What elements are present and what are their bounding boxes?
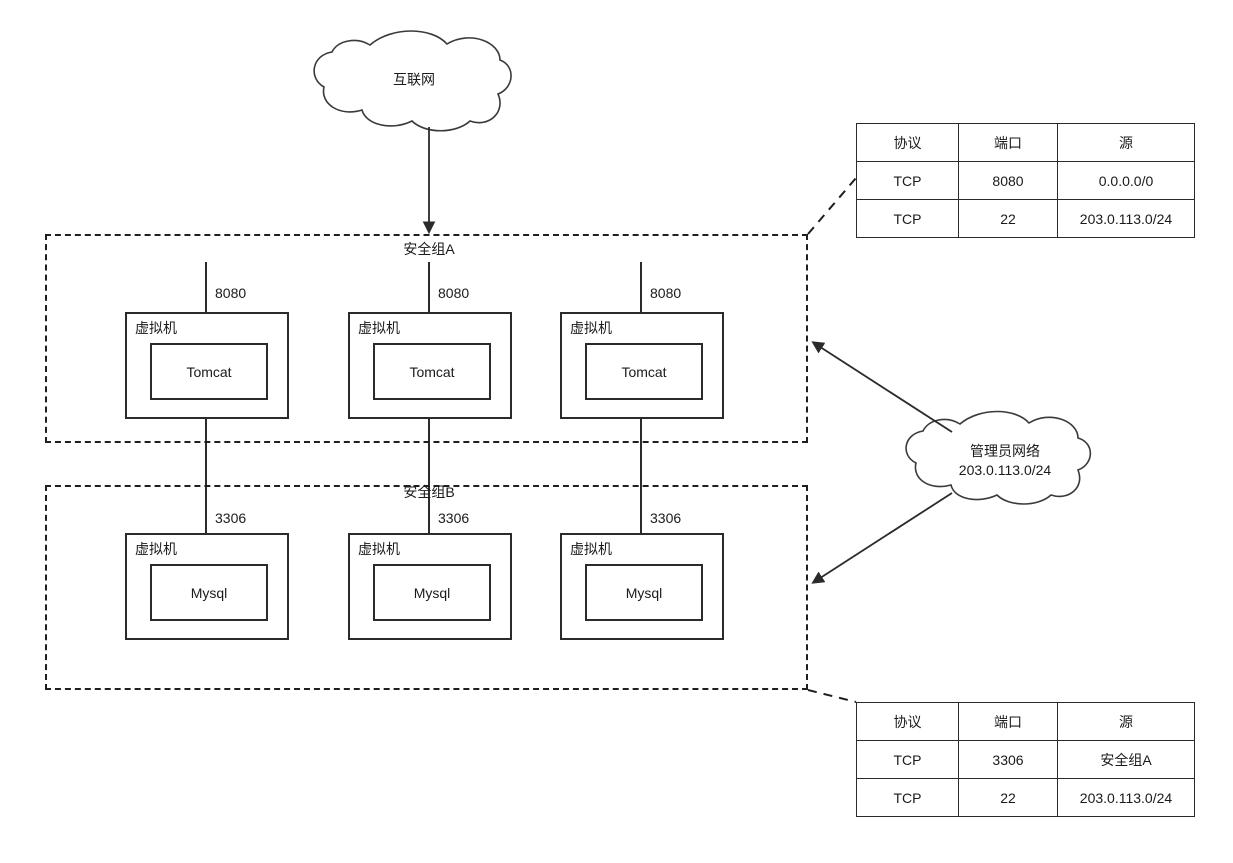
cell-port: 3306 — [958, 740, 1058, 779]
cell-port: 22 — [958, 199, 1058, 238]
leader-group-b-to-table — [807, 689, 857, 703]
port-label-3306-vm2: 3306 — [438, 510, 470, 526]
table-row: TCP 22 203.0.113.0/24 — [856, 199, 1195, 238]
vm-box-mysql-3: 虚拟机 Mysql — [560, 533, 724, 640]
cell-source: 安全组A — [1057, 740, 1195, 779]
vm-label-tomcat-3: 虚拟机 — [570, 320, 612, 336]
vm-label-tomcat-1: 虚拟机 — [135, 320, 177, 336]
vm-box-tomcat-1: 虚拟机 Tomcat — [125, 312, 289, 419]
app-tomcat-3: Tomcat — [585, 343, 703, 400]
cell-port: 8080 — [958, 161, 1058, 200]
port-label-8080-vm1: 8080 — [215, 285, 247, 301]
app-tomcat-2: Tomcat — [373, 343, 491, 400]
cell-source: 0.0.0.0/0 — [1057, 161, 1195, 200]
table-row: TCP 8080 0.0.0.0/0 — [856, 161, 1195, 200]
column-header-protocol: 协议 — [856, 123, 959, 162]
security-group-a-rules-table: 协议 端口 源 TCP 8080 0.0.0.0/0 TCP 22 203.0.… — [856, 123, 1195, 238]
security-group-b-label: 安全组B — [403, 484, 455, 500]
internet-cloud — [313, 30, 512, 132]
leader-group-a-to-table — [807, 177, 857, 235]
app-mysql-1: Mysql — [150, 564, 268, 621]
security-group-b-zone — [45, 485, 808, 690]
port-label-3306-vm1: 3306 — [215, 510, 247, 526]
table-header-row: 协议 端口 源 — [856, 123, 1195, 162]
cell-port: 22 — [958, 778, 1058, 817]
vm-box-mysql-1: 虚拟机 Mysql — [125, 533, 289, 640]
port-label-8080-vm3: 8080 — [650, 285, 682, 301]
column-header-source: 源 — [1057, 702, 1195, 741]
security-group-a-zone — [45, 234, 808, 443]
cell-protocol: TCP — [856, 199, 959, 238]
security-group-b-rules-table: 协议 端口 源 TCP 3306 安全组A TCP 22 203.0.113.0… — [856, 702, 1195, 817]
cell-source: 203.0.113.0/24 — [1057, 199, 1195, 238]
cell-protocol: TCP — [856, 161, 959, 200]
vm-box-tomcat-2: 虚拟机 Tomcat — [348, 312, 512, 419]
edge-admin-to-group-b — [811, 492, 953, 584]
edge-admin-to-group-a — [811, 341, 953, 433]
app-tomcat-1: Tomcat — [150, 343, 268, 400]
vm-label-mysql-1: 虚拟机 — [135, 541, 177, 557]
column-header-port: 端口 — [958, 123, 1058, 162]
vm-label-mysql-2: 虚拟机 — [358, 541, 400, 557]
table-row: TCP 22 203.0.113.0/24 — [856, 778, 1195, 817]
column-header-protocol: 协议 — [856, 702, 959, 741]
cell-protocol: TCP — [856, 740, 959, 779]
cell-source: 203.0.113.0/24 — [1057, 778, 1195, 817]
vm-box-mysql-2: 虚拟机 Mysql — [348, 533, 512, 640]
vm-label-tomcat-2: 虚拟机 — [358, 320, 400, 336]
column-header-port: 端口 — [958, 702, 1058, 741]
cell-protocol: TCP — [856, 778, 959, 817]
table-header-row: 协议 端口 源 — [856, 702, 1195, 741]
column-header-source: 源 — [1057, 123, 1195, 162]
admin-network-cloud — [905, 410, 1092, 505]
port-label-8080-vm2: 8080 — [438, 285, 470, 301]
vm-box-tomcat-3: 虚拟机 Tomcat — [560, 312, 724, 419]
port-label-3306-vm3: 3306 — [650, 510, 682, 526]
vm-label-mysql-3: 虚拟机 — [570, 541, 612, 557]
security-group-a-label: 安全组A — [403, 241, 455, 257]
table-row: TCP 3306 安全组A — [856, 740, 1195, 779]
app-mysql-3: Mysql — [585, 564, 703, 621]
app-mysql-2: Mysql — [373, 564, 491, 621]
